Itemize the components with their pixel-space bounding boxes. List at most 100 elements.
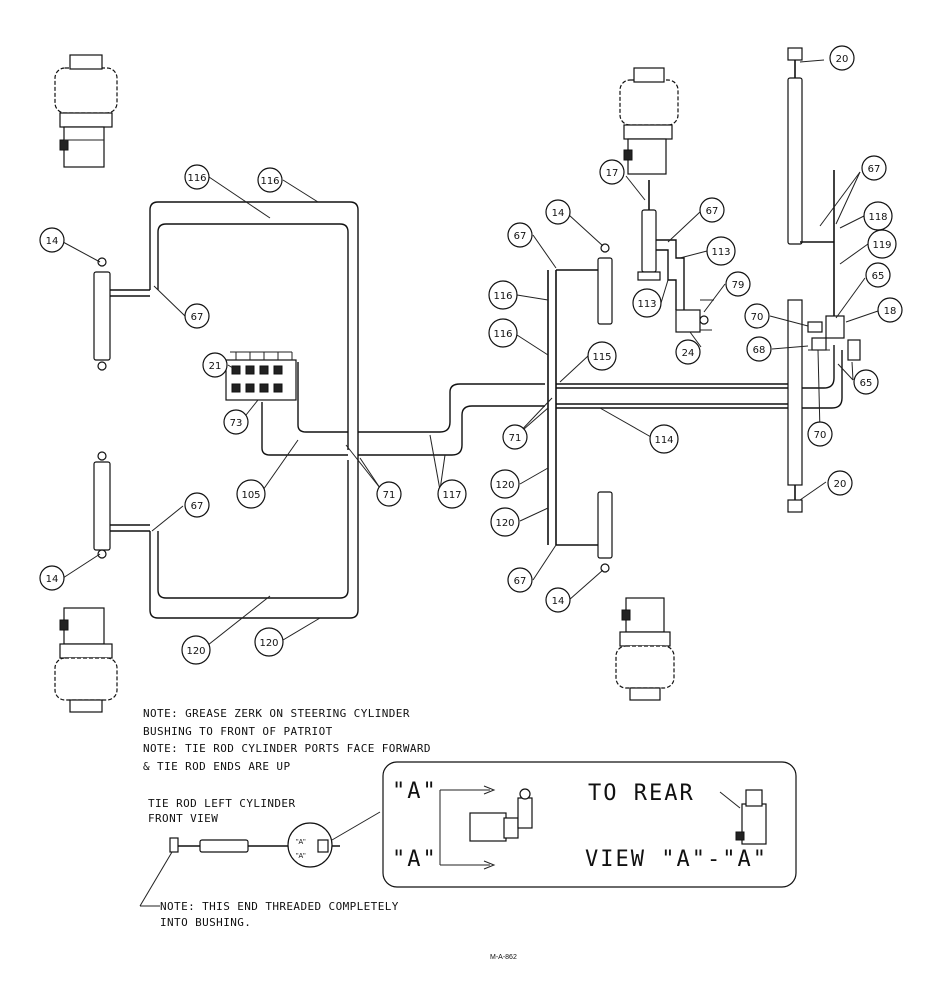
svg-text:120: 120 xyxy=(259,638,278,649)
wheel-assembly-top-middle xyxy=(619,67,679,175)
callout-65-top: 65 xyxy=(865,262,891,288)
wheel-assembly-bottom-left xyxy=(54,607,118,713)
svg-text:67: 67 xyxy=(191,501,204,512)
svg-text:14: 14 xyxy=(46,574,59,585)
valve-block xyxy=(225,351,297,401)
callout-116-left-a: 116 xyxy=(184,164,210,190)
callout-118: 118 xyxy=(863,201,893,231)
drawing-number: M-A-862 xyxy=(490,954,517,961)
svg-text:18: 18 xyxy=(884,306,897,317)
svg-text:113: 113 xyxy=(637,299,656,310)
svg-text:116: 116 xyxy=(493,329,512,340)
steering-cylinder-left-top xyxy=(93,257,150,371)
callout-21: 21 xyxy=(202,352,228,378)
svg-text:117: 117 xyxy=(442,490,461,501)
svg-text:14: 14 xyxy=(552,208,565,219)
svg-text:120: 120 xyxy=(495,518,514,529)
callout-120-left-a: 120 xyxy=(181,635,211,665)
svg-text:20: 20 xyxy=(834,479,847,490)
callout-20-bottom: 20 xyxy=(827,470,853,496)
svg-text:116: 116 xyxy=(260,176,279,187)
note-line-4: & TIE ROD ENDS ARE UP xyxy=(143,760,290,773)
view-a-a-box: "A" "A" TO REAR VIEW "A"-"A" xyxy=(382,761,797,888)
callout-68: 68 xyxy=(746,336,772,362)
callout-14-center-bottom: 14 xyxy=(545,587,571,613)
svg-text:120: 120 xyxy=(186,646,205,657)
callout-65-bottom: 65 xyxy=(853,369,879,395)
svg-text:65: 65 xyxy=(872,271,885,282)
svg-text:70: 70 xyxy=(814,430,827,441)
svg-text:119: 119 xyxy=(872,240,891,251)
svg-text:67: 67 xyxy=(868,164,881,175)
hose-loops-left xyxy=(149,201,359,619)
main-steering-cylinder-right xyxy=(787,47,835,513)
callout-79: 79 xyxy=(725,271,751,297)
svg-text:24: 24 xyxy=(682,348,695,359)
note-line-1: NOTE: GREASE ZERK ON STEERING CYLINDER xyxy=(143,707,410,720)
note-line-2: BUSHING TO FRONT OF PATRIOT xyxy=(143,725,333,738)
svg-text:79: 79 xyxy=(732,280,745,291)
callout-14-center-top: 14 xyxy=(545,199,571,225)
callout-24: 24 xyxy=(675,339,701,365)
svg-text:67: 67 xyxy=(514,231,527,242)
note-line-3: NOTE: TIE ROD CYLINDER PORTS FACE FORWAR… xyxy=(143,742,431,755)
callout-116-left-b: 116 xyxy=(257,167,283,193)
svg-text:118: 118 xyxy=(868,212,887,223)
callout-120-center-b: 120 xyxy=(490,507,520,537)
callout-18: 18 xyxy=(877,297,903,323)
callout-67-left-bottom: 67 xyxy=(184,492,210,518)
detail-title-1: TIE ROD LEFT CYLINDER xyxy=(148,797,295,810)
view-a-label-bottom: "A" xyxy=(392,847,438,872)
svg-text:71: 71 xyxy=(383,490,396,501)
tie-rod-cylinder-drawing: "A" "A" xyxy=(139,811,381,907)
callout-67-right: 67 xyxy=(861,155,887,181)
wheel-assembly-bottom-middle xyxy=(615,597,675,701)
wheel-assembly-top-left xyxy=(54,54,118,168)
callout-116-center-a: 116 xyxy=(488,280,518,310)
callout-105: 105 xyxy=(236,479,266,509)
callout-71-center: 71 xyxy=(502,424,528,450)
callout-114: 114 xyxy=(649,424,679,454)
callout-70-bottom: 70 xyxy=(807,421,833,447)
detail-title-2: FRONT VIEW xyxy=(148,812,218,825)
svg-text:73: 73 xyxy=(230,418,243,429)
to-rear-label: TO REAR xyxy=(588,781,695,806)
svg-text:71: 71 xyxy=(509,433,522,444)
callout-67-left-top: 67 xyxy=(184,303,210,329)
thread-note-1: NOTE: THIS END THREADED COMPLETELY xyxy=(160,900,399,913)
callout-119: 119 xyxy=(867,229,897,259)
mini-label-a-top: "A" xyxy=(296,839,306,846)
callout-14-top-left: 14 xyxy=(39,227,65,253)
svg-text:116: 116 xyxy=(187,173,206,184)
main-hoses xyxy=(556,345,843,409)
svg-text:67: 67 xyxy=(514,576,527,587)
callout-20-top: 20 xyxy=(829,45,855,71)
callout-67-center-top: 67 xyxy=(507,222,533,248)
svg-text:105: 105 xyxy=(241,490,260,501)
view-a-a-label: VIEW "A"-"A" xyxy=(585,847,768,872)
svg-text:14: 14 xyxy=(552,596,565,607)
svg-text:67: 67 xyxy=(706,206,719,217)
svg-text:21: 21 xyxy=(209,361,222,372)
svg-text:115: 115 xyxy=(592,352,611,363)
steering-cylinder-left-bottom xyxy=(93,451,150,559)
orbital-valve-assembly xyxy=(637,180,714,333)
mini-label-a-bottom: "A" xyxy=(296,853,306,860)
callout-70-top: 70 xyxy=(744,303,770,329)
svg-text:70: 70 xyxy=(751,312,764,323)
svg-text:113: 113 xyxy=(711,247,730,258)
svg-text:14: 14 xyxy=(46,236,59,247)
right-fittings xyxy=(807,315,861,361)
view-a-label-top: "A" xyxy=(392,779,438,804)
valve-block-hoses xyxy=(261,362,545,456)
svg-text:65: 65 xyxy=(860,378,873,389)
callout-120-center-a: 120 xyxy=(490,469,520,499)
thread-note-2: INTO BUSHING. xyxy=(160,916,251,929)
svg-text:68: 68 xyxy=(753,345,766,356)
svg-text:17: 17 xyxy=(606,168,619,179)
svg-text:67: 67 xyxy=(191,312,204,323)
callout-67-valve: 67 xyxy=(699,197,725,223)
callout-113-left: 113 xyxy=(632,288,662,318)
